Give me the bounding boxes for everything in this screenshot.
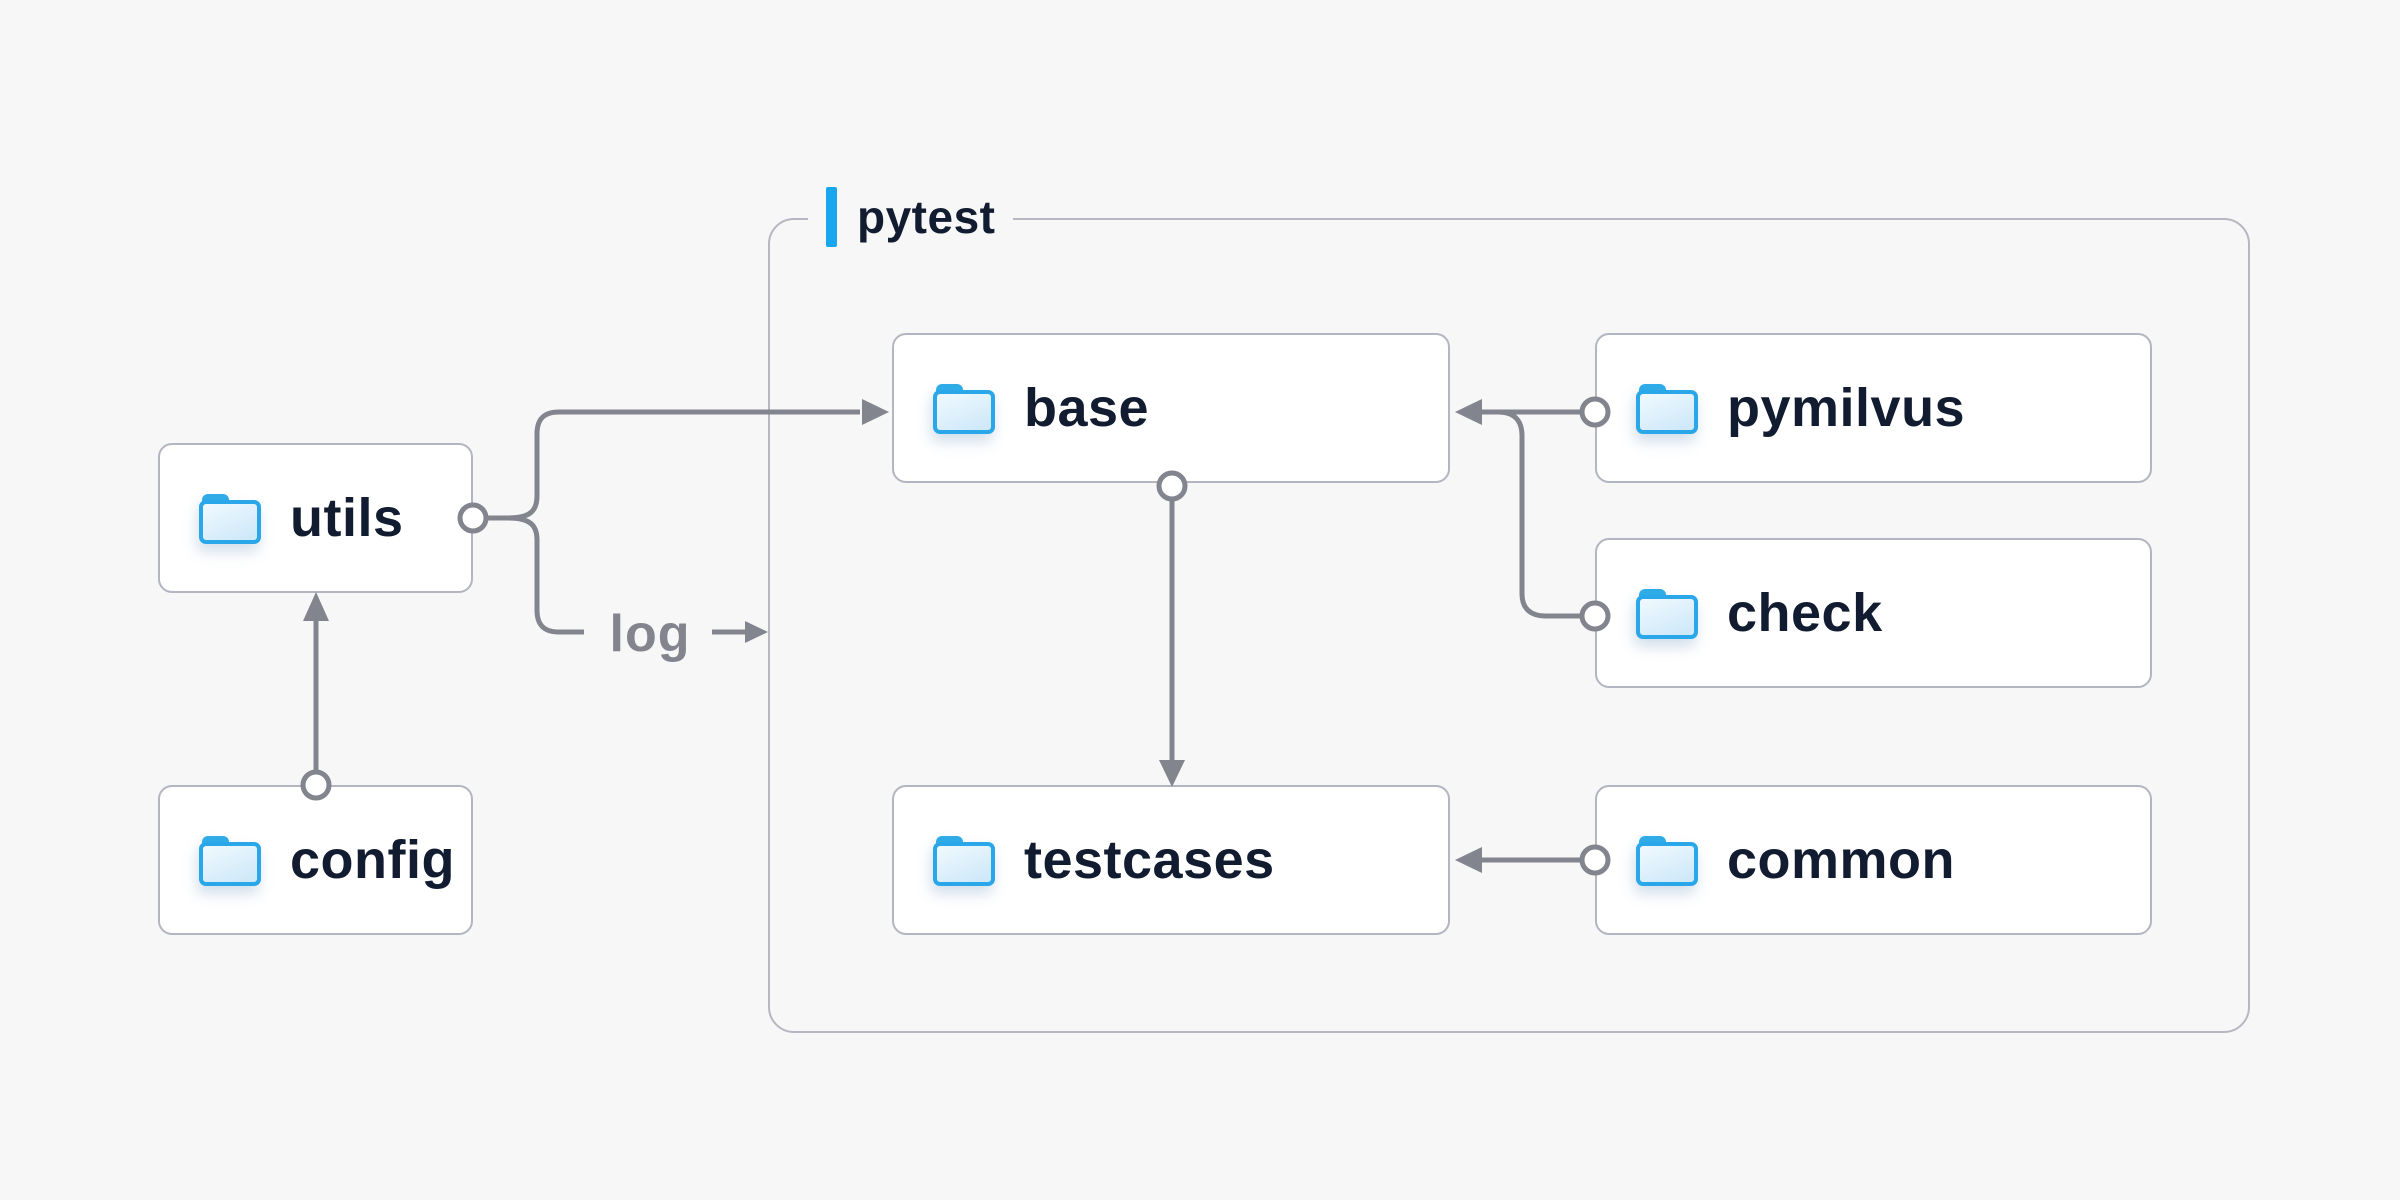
folder-icon [1636,836,1698,886]
node-utils: utils [158,443,473,593]
node-label: config [290,830,455,890]
pytest-group-label: pytest [808,186,1014,248]
pytest-group-box [768,218,2250,1033]
node-base: base [892,333,1450,483]
folder-icon [1636,384,1698,434]
folder-icon [1636,589,1698,639]
node-pymilvus: pymilvus [1595,333,2152,483]
folder-icon [199,494,261,544]
node-label: pymilvus [1727,378,1966,438]
arrowhead-log [745,621,768,643]
node-label: utils [290,488,404,548]
node-label: check [1727,583,1883,643]
node-label: base [1024,378,1150,438]
node-label: common [1727,830,1956,890]
folder-icon [933,384,995,434]
accent-bar [826,187,837,247]
edge-label-log: log [609,605,691,663]
edge-utils-log [486,515,584,635]
arrowhead-into-utils [303,592,329,621]
folder-icon [199,836,261,886]
node-label: testcases [1024,830,1275,890]
folder-icon [933,836,995,886]
node-common: common [1595,785,2152,935]
pytest-group-title: pytest [857,191,996,243]
node-check: check [1595,538,2152,688]
node-testcases: testcases [892,785,1450,935]
node-config: config [158,785,473,935]
